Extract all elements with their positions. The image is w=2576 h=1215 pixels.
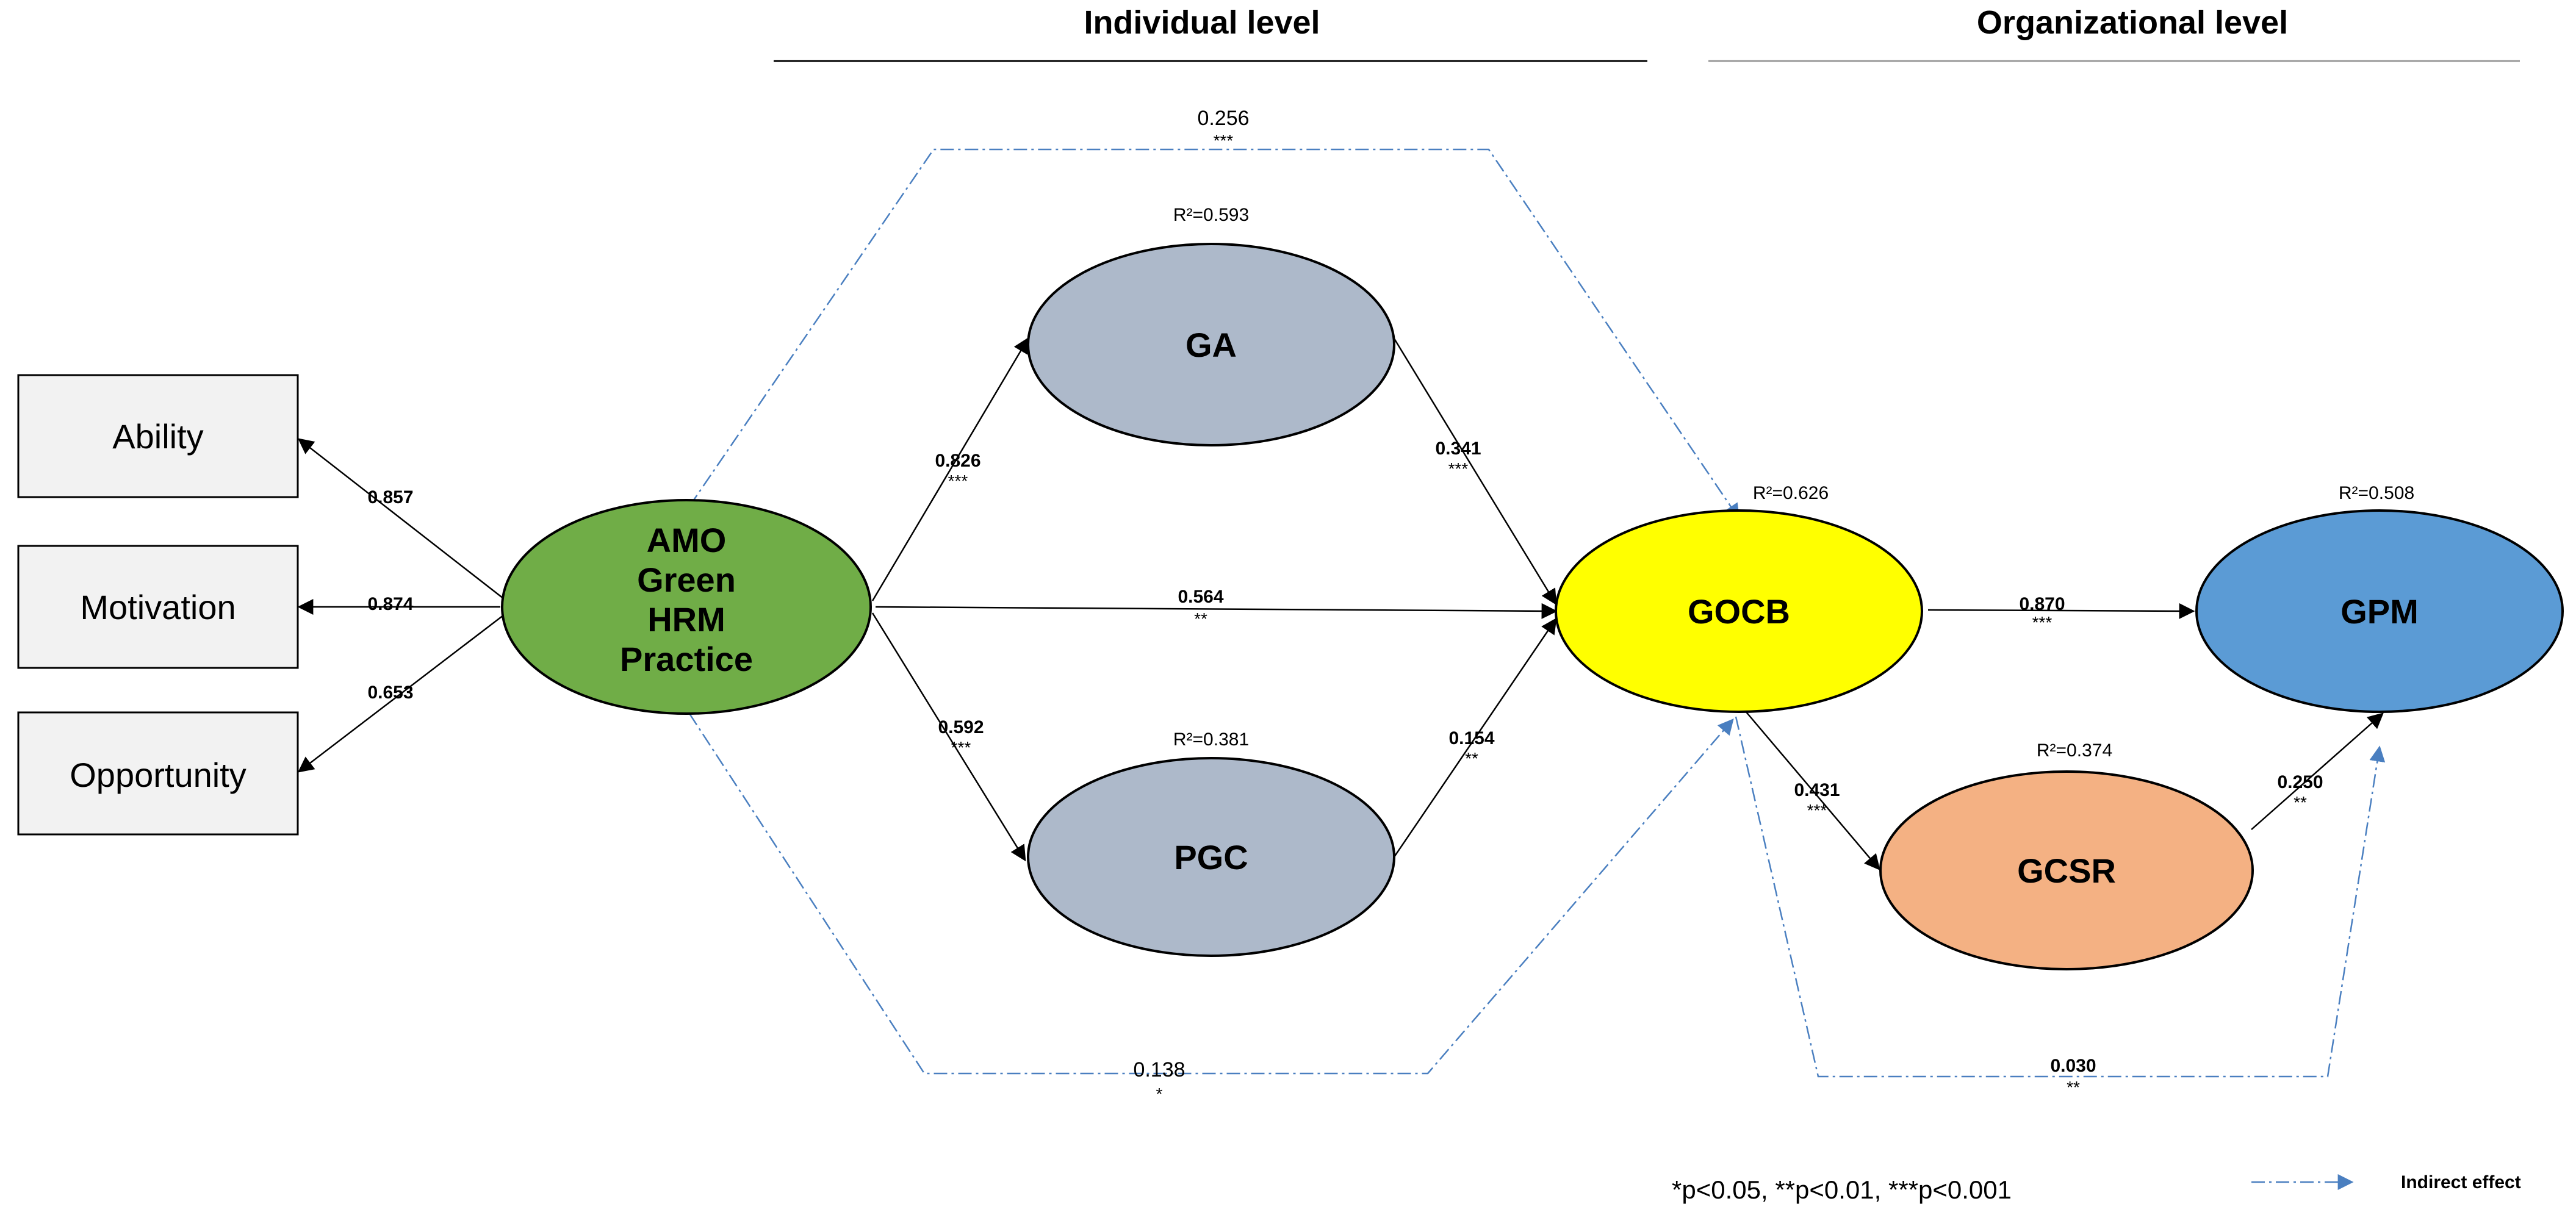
path-pgc-gocb (1393, 617, 1557, 858)
ga-label: GA (1185, 326, 1237, 364)
sig-indirect-bottom: * (1156, 1084, 1163, 1103)
path-amo-ability (297, 438, 507, 601)
individual-level-header: Individual level (1084, 4, 1320, 41)
gcsr-label: GCSR (2017, 851, 2116, 890)
coef-gcsr-gpm: 0.250 (2277, 772, 2323, 792)
sig-gocb-gpm: *** (2032, 613, 2053, 632)
organizational-level-header: Organizational level (1977, 4, 2288, 41)
path-gocb-gcsr (1744, 710, 1880, 870)
amo-label-line2: Green (637, 561, 736, 599)
amo-label-line4: Practice (620, 640, 753, 678)
coef-pgc-gocb: 0.154 (1448, 728, 1494, 748)
coef-amo-ga: 0.826 (935, 451, 980, 471)
sig-pgc-gocb: ** (1465, 749, 1478, 768)
pgc-node: PGC (1027, 757, 1395, 957)
ga-node: GA (1027, 243, 1395, 446)
ability-label: Ability (112, 417, 203, 456)
coef-gocb-gcsr: 0.431 (1794, 780, 1840, 800)
sig-gcsr-gpm: ** (2294, 793, 2307, 812)
coef-motivation: 0.874 (367, 594, 413, 614)
coef-amo-gocb: 0.564 (1178, 587, 1223, 607)
sig-amo-ga: *** (948, 471, 968, 490)
motivation-label: Motivation (80, 588, 236, 626)
sig-indirect-top: *** (1214, 131, 1234, 150)
coef-indirect-bottom: 0.138 (1133, 1058, 1185, 1081)
amo-label-line1: AMO (647, 521, 727, 559)
sig-amo-pgc: *** (951, 738, 971, 757)
gpm-label: GPM (2340, 592, 2419, 631)
gocb-label: GOCB (1688, 592, 1790, 631)
r2-gcsr: R²=0.374 (2037, 740, 2112, 761)
coef-indirect-right: 0.030 (2050, 1056, 2096, 1076)
coef-gocb-gpm: 0.870 (2019, 594, 2065, 614)
r2-pgc: R²=0.381 (1173, 729, 1249, 750)
opportunity-box: Opportunity (17, 711, 299, 836)
r2-ga: R²=0.593 (1173, 205, 1249, 225)
sig-indirect-right: ** (2067, 1078, 2080, 1097)
gocb-node: GOCB (1555, 509, 1923, 713)
amo-green-hrm-node: AMO Green HRM Practice (501, 499, 872, 715)
gcsr-node: GCSR (1879, 770, 2254, 970)
sig-amo-gocb: ** (1194, 609, 1207, 628)
gpm-node: GPM (2195, 509, 2564, 713)
coef-indirect-top: 0.256 (1197, 107, 1249, 130)
amo-label-line3: HRM (647, 600, 725, 639)
sig-ga-gocb: *** (1448, 459, 1469, 478)
legend-indirect-label: Indirect effect (2401, 1172, 2521, 1192)
path-amo-ga (871, 337, 1029, 601)
path-amo-opportunity (297, 612, 507, 773)
coef-ability: 0.857 (367, 487, 413, 507)
ability-box: Ability (17, 374, 299, 498)
motivation-box: Motivation (17, 545, 299, 669)
opportunity-label: Opportunity (70, 756, 246, 794)
coef-ga-gocb: 0.341 (1435, 439, 1481, 459)
r2-gocb: R²=0.626 (1753, 483, 1829, 503)
path-gcsr-gpm (2251, 712, 2384, 830)
coef-amo-pgc: 0.592 (938, 717, 984, 737)
sig-gocb-gcsr: *** (1807, 801, 1827, 820)
path-amo-pgc (871, 612, 1026, 862)
indirect-top-line (688, 148, 1740, 520)
r2-gpm: R²=0.508 (2339, 483, 2414, 503)
significance-legend: *p<0.05, **p<0.01, ***p<0.001 (1672, 1175, 2012, 1204)
path-ga-gocb (1393, 338, 1557, 606)
indirect-bottom-line (688, 713, 1734, 1075)
coef-opportunity: 0.653 (367, 683, 413, 703)
path-amo-gocb (875, 603, 1558, 619)
pgc-label: PGC (1174, 838, 1248, 876)
path-gocb-gpm (1927, 603, 2195, 619)
